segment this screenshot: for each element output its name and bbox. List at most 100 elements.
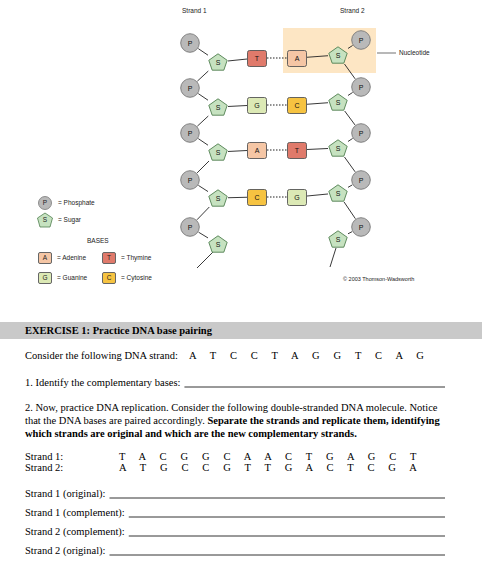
- sugar-shape: [329, 140, 347, 156]
- instruction-paragraph: 2. Now, practice DNA replication. Consid…: [25, 401, 453, 440]
- phosphate-circle: P: [180, 78, 200, 98]
- phosphate-circle: P: [180, 217, 200, 237]
- phosphate-circle: P: [351, 217, 371, 237]
- legend-letter: A: [43, 255, 47, 262]
- node-letter: G: [254, 102, 259, 109]
- node-letter: P: [188, 85, 193, 92]
- phosphate-symbol: [39, 197, 52, 210]
- legend-letter: S: [43, 217, 47, 224]
- phosphate-circle: P: [351, 77, 371, 97]
- sugar-pentagon: S: [328, 184, 348, 202]
- base-block: G: [287, 189, 307, 206]
- bond-line: [197, 116, 208, 126]
- legend-heading: BASES: [87, 238, 109, 245]
- bond-line: [228, 105, 247, 107]
- sugar-pentagon: S: [208, 189, 228, 207]
- base-block: C: [287, 97, 307, 114]
- node-letter: P: [188, 130, 193, 137]
- strand-label: Strand 2: [340, 8, 365, 15]
- node-letter: S: [336, 99, 341, 106]
- base-block: T: [247, 50, 267, 67]
- base-block: A: [247, 142, 267, 159]
- bond-line: [198, 139, 208, 146]
- bond-line: [348, 92, 353, 95]
- node-letter: P: [359, 177, 364, 184]
- legend-text: = Guanine: [57, 275, 87, 282]
- strand-label: Strand 2:: [25, 462, 63, 473]
- answer-prompt: Strand 2 (complement):: [25, 526, 125, 537]
- base-shape: [248, 142, 267, 158]
- sugar-pentagon: S: [208, 143, 228, 161]
- sugar-shape: [329, 94, 347, 110]
- node-letter: P: [359, 84, 364, 91]
- bond-line: [344, 157, 355, 172]
- legend-letter: P: [43, 200, 47, 207]
- legend-text: = Phosphate: [58, 200, 95, 207]
- node-letter: S: [216, 195, 221, 202]
- bond-line: [307, 56, 328, 58]
- bond-line: [344, 202, 355, 219]
- bond-line: [348, 185, 352, 187]
- hydrogen-bond: [267, 196, 287, 197]
- bond-line: [197, 161, 209, 173]
- base-block: G: [247, 97, 267, 114]
- bond-line: [348, 138, 353, 141]
- phosphate-shape: [181, 171, 200, 190]
- phosphate-circle: P: [180, 33, 200, 53]
- title-band: [0, 322, 482, 339]
- sugar-pentagon: S: [208, 53, 228, 71]
- phosphate-shape: [352, 31, 371, 50]
- bond-line: [197, 207, 209, 220]
- bond-line: [348, 232, 352, 234]
- node-letter: A: [295, 55, 300, 62]
- node-letter: P: [188, 40, 193, 47]
- phosphate-shape: [352, 171, 371, 190]
- legend-text: = Thymine: [121, 255, 151, 262]
- answer-blank: [129, 536, 445, 537]
- strand-label: Strand 1: [182, 8, 207, 15]
- sugar-pentagon: S: [328, 139, 348, 157]
- legend-letter: G: [42, 275, 47, 282]
- bond-line: [198, 94, 208, 101]
- sugar-symbol: [38, 213, 53, 227]
- phosphate-shape: [181, 218, 200, 237]
- base-shape: [248, 189, 267, 205]
- phosphate-shape: [181, 79, 200, 98]
- bond-line: [199, 232, 208, 238]
- node-letter: G: [294, 194, 299, 201]
- node-letter: S: [336, 190, 341, 197]
- nucleotide-highlight: [283, 28, 376, 73]
- hydrogen-bond: [267, 104, 287, 105]
- exercise-title: EXERCISE 1: Practice DNA base pairing: [25, 325, 212, 336]
- answer-blank: [109, 498, 445, 499]
- legend-text: = Cytosine: [121, 275, 152, 282]
- sugar-shape: [209, 144, 227, 160]
- node-letter: P: [188, 224, 193, 231]
- bond-line: [197, 71, 208, 81]
- node-letter: P: [359, 130, 364, 137]
- base-block: T: [287, 142, 307, 159]
- answer-prompt: Strand 2 (original):: [25, 545, 105, 556]
- question-text: Consider the following DNA strand:: [25, 350, 178, 361]
- node-letter: S: [216, 104, 221, 111]
- bond-line: [307, 194, 328, 196]
- dna-sequence: A T G C C G T T G A C T C G A: [119, 462, 417, 473]
- node-letter: S: [336, 52, 341, 59]
- bond-line: [345, 111, 355, 125]
- bond-line: [344, 64, 355, 79]
- node-letter: S: [336, 236, 341, 243]
- legend-letter: C: [107, 275, 112, 282]
- sugar-shape: [329, 231, 347, 247]
- node-letter: C: [294, 102, 299, 109]
- answer-blank: [184, 387, 445, 388]
- sugar-shape: [329, 47, 347, 63]
- bond-line: [348, 45, 353, 48]
- hydrogen-bond: [267, 57, 287, 58]
- bond-line: [307, 103, 328, 105]
- phosphate-circle: P: [180, 123, 200, 143]
- phosphate-circle: P: [351, 123, 371, 143]
- node-letter: P: [188, 177, 193, 184]
- base-shape: [288, 189, 307, 205]
- sugar-pentagon: S: [328, 46, 348, 64]
- bond-line: [307, 148, 328, 149]
